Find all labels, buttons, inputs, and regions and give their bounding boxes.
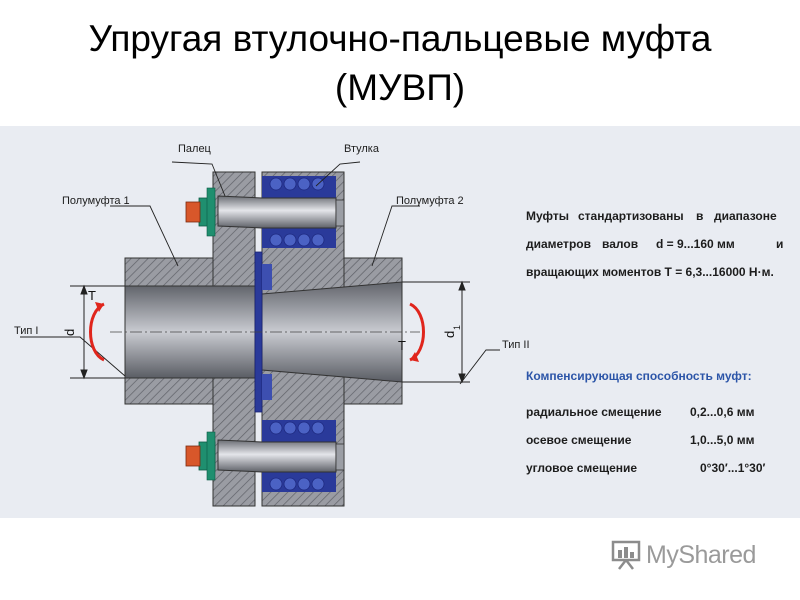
desc-line3: вращающих моментов T = 6,3...16000 Н·м. (526, 265, 774, 279)
description-block: Муфты стандартизованы в диапазоне диамет… (526, 209, 783, 279)
desc-line1-w2: стандартизованы (578, 209, 684, 223)
desc-line2-w4: и (776, 237, 783, 251)
label-diameter-left: d (62, 329, 77, 336)
desc-line1-w4: диапазоне (714, 209, 777, 223)
myshared-logo: MyShared (610, 540, 756, 570)
coupling-figure: Палец Втулка Полумуфта 1 Полумуфта 2 Тип… (0, 126, 800, 518)
diameter-dimensions (70, 280, 470, 384)
presentation-board-icon (611, 540, 641, 570)
coupling-diagram: Палец Втулка Полумуфта 1 Полумуфта 2 Тип… (14, 143, 783, 507)
comp-row-1-name: осевое смещение (526, 433, 632, 447)
title-line-2: (МУВП) (334, 67, 466, 108)
desc-line1-w3: в (696, 209, 703, 223)
label-vtulka: Втулка (344, 143, 380, 155)
label-type-1: Тип I (14, 325, 38, 337)
compensation-heading: Компенсирующая способность муфт: (526, 369, 752, 383)
label-torque-left: T (88, 288, 96, 303)
label-diameter-right-sub: 1 (452, 325, 462, 330)
comp-row-1-value: 1,0...5,0 мм (690, 433, 755, 447)
desc-line2-w2: валов (602, 237, 638, 251)
label-diameter-right: d (442, 331, 457, 338)
label-torque-right: T (398, 338, 406, 353)
comp-row-2-name: угловое смещение (526, 461, 637, 475)
compensation-block: Компенсирующая способность муфт: радиаль… (526, 369, 766, 475)
title-line-1: Упругая втулочно-пальцевые муфта (88, 18, 712, 59)
desc-line2-w1: диаметров (526, 237, 591, 251)
logo-text: MyShared (646, 540, 756, 569)
leader-lines (20, 161, 500, 385)
lower-pin-assembly (185, 420, 345, 492)
comp-row-0-value: 0,2...0,6 мм (690, 405, 755, 419)
desc-line2-w3: d = 9...160 мм (656, 237, 735, 251)
comp-row-0-name: радиальное смещение (526, 405, 662, 419)
comp-row-2-value: 0°30′...1°30′ (700, 461, 766, 475)
label-palets: Палец (178, 143, 212, 155)
slide-title: Упругая втулочно-пальцевые муфта (МУВП) (0, 14, 800, 112)
label-halfcoupling-2: Полумуфта 2 (396, 195, 464, 207)
upper-pin-assembly (185, 176, 345, 248)
torque-arrow-left (89, 302, 105, 362)
label-halfcoupling-1: Полумуфта 1 (62, 195, 130, 207)
label-type-2: Тип II (502, 339, 530, 351)
desc-line1-w1: Муфты (526, 209, 569, 223)
torque-arrow-right (409, 302, 425, 362)
